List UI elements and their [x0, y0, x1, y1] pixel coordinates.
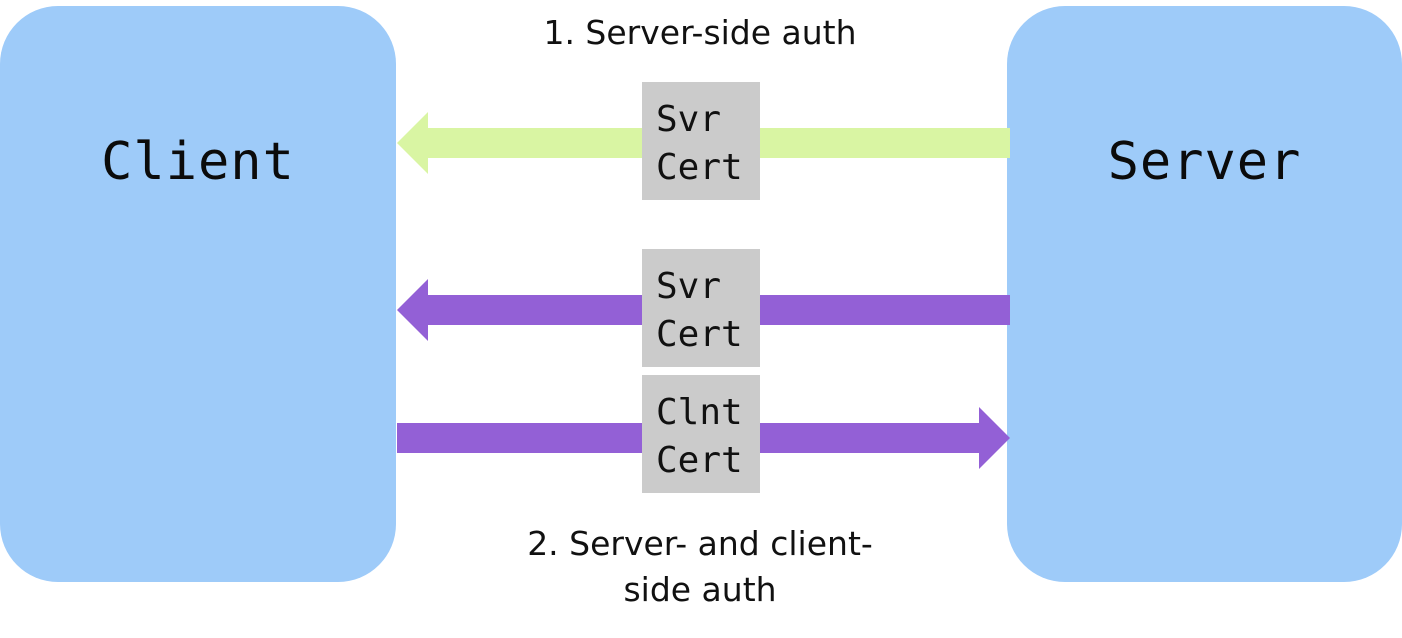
- server-side-auth-caption: 1. Server-side auth: [543, 13, 857, 52]
- server-cert-box-1: Svr Cert: [642, 82, 760, 200]
- client-node: Client: [0, 6, 396, 582]
- client-label: Client: [101, 132, 295, 192]
- server-node: Server: [1007, 6, 1402, 582]
- client-cert-box: Clnt Cert: [642, 375, 760, 493]
- server-label: Server: [1107, 132, 1302, 192]
- mutual-auth-caption: 2. Server- and client- side auth: [527, 524, 873, 609]
- server-cert-box-2: Svr Cert: [642, 249, 760, 367]
